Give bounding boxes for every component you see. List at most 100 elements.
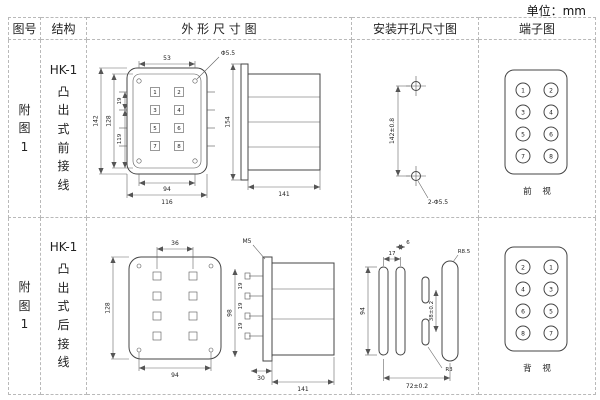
model-label: HK-1	[49, 62, 78, 77]
table-row-front-wiring: 附图1 HK-1 凸出式前接线	[8, 39, 596, 218]
rear-side-view-body	[244, 256, 335, 362]
mounting-cell: 142±0.8 2-Φ5.5	[351, 39, 479, 218]
terminal-number: 7	[521, 153, 525, 160]
terminal-number: 5	[153, 126, 157, 132]
terminal-number: 8	[521, 330, 525, 337]
dim-label: 53	[163, 55, 171, 62]
terminal-number: 1	[153, 90, 157, 96]
outline-drawing-front: 1 2 3 4 5 6 7 8 53 Φ5.5	[93, 50, 321, 206]
outline-cell: 1 2 3 4 5 6 7 8 53 Φ5.5	[86, 39, 352, 218]
terminal-number: 1	[549, 264, 553, 271]
rear-side-view-dimensions: M5 98 19 19 19 30 141	[227, 238, 335, 393]
terminal-number: 3	[549, 286, 553, 293]
terminal-number: 3	[521, 109, 525, 116]
header-outline: 外 形 尺 寸 图	[86, 17, 352, 40]
terminal-number: 2	[177, 90, 181, 96]
terminal-number: 4	[177, 108, 181, 114]
header-mounting: 安装开孔尺寸图	[351, 17, 479, 40]
structure-cell: HK-1 凸出式前接线	[40, 39, 87, 218]
header-row: 图号 结构 外 形 尺 寸 图 安装开孔尺寸图 端子图	[8, 17, 596, 40]
mounting-dimensions: 17 6 R8.5 94 38±0.2 R3 7	[360, 240, 471, 390]
mounting-dimensions: 142±0.8 2-Φ5.5	[389, 85, 448, 206]
dimension-table: 图号 结构 外 形 尺 寸 图 安装开孔尺寸图 端子图 附图1 HK-1 凸出式…	[8, 17, 596, 395]
mounting-holes	[406, 75, 426, 186]
structure-label: 凸出式前接线	[57, 84, 70, 192]
terminal-circles: 1 2 3 4 5 6 7 8	[515, 82, 559, 163]
dim-label: 36	[171, 240, 179, 247]
dim-label: 142±0.8	[389, 117, 396, 143]
dim-label: 19	[238, 282, 244, 289]
terminal-number: 4	[521, 286, 525, 293]
dim-label: 142	[93, 115, 100, 127]
header-terminal: 端子图	[478, 17, 596, 40]
model-label: HK-1	[49, 240, 78, 255]
header-structure: 结构	[40, 17, 87, 40]
terminal-circles: 2 1 4 3 6 5 8 7	[515, 259, 559, 341]
dim-label: 154	[225, 116, 232, 128]
dim-label: 119	[117, 133, 123, 144]
terminal-cell: 2 1 4 3 6 5 8 7 背 视	[478, 217, 596, 395]
view-label: 前 视	[523, 186, 555, 197]
terminal-number: 6	[549, 131, 553, 138]
front-view-body: 1 2 3 4 5 6 7 8	[119, 67, 215, 174]
terminal-number: 3	[153, 108, 157, 114]
dim-label: 116	[161, 199, 173, 206]
dim-label: 19	[238, 302, 244, 309]
side-view-body	[240, 63, 321, 180]
terminal-number: 4	[549, 109, 553, 116]
view-label: 背 视	[523, 363, 555, 374]
dim-label: 141	[278, 191, 290, 198]
rear-view-body	[128, 256, 222, 360]
terminal-number: 8	[177, 144, 181, 150]
terminal-number: 2	[521, 264, 525, 271]
terminal-number: 1	[521, 87, 525, 94]
dim-label: 98	[227, 309, 234, 317]
dim-label: R3	[445, 367, 453, 373]
fig-no-label: 附图1	[18, 102, 31, 154]
unit-label: 单位：mm	[526, 4, 586, 18]
dim-label: 72±0.2	[406, 383, 428, 390]
fig-no-label: 附图1	[18, 280, 31, 332]
header-fig-no: 图号	[8, 17, 41, 40]
dim-label: 19	[238, 322, 244, 329]
dim-label: 94	[163, 186, 171, 193]
dim-label: 2-Φ5.5	[428, 199, 448, 206]
terminal-number: 2	[549, 87, 553, 94]
outline-drawing-rear: 36 128 94	[105, 238, 335, 393]
dim-label: 17	[389, 251, 396, 257]
mounting-slots	[378, 260, 459, 362]
terminal-number: 6	[177, 126, 181, 132]
dim-label: 94	[171, 372, 179, 379]
structure-label: 凸出式后接线	[57, 262, 70, 370]
fig-no-cell: 附图1	[8, 217, 41, 395]
side-view-dimensions: 154 141	[225, 63, 321, 198]
mounting-cell: 17 6 R8.5 94 38±0.2 R3 7	[351, 217, 479, 395]
mounting-drawing-front: 142±0.8 2-Φ5.5	[389, 75, 448, 206]
dim-label: 19	[117, 97, 123, 104]
terminal-number: 5	[549, 308, 553, 315]
structure-cell: HK-1 凸出式后接线	[40, 217, 87, 395]
dim-label: M5	[243, 238, 252, 245]
dim-label: 141	[297, 386, 309, 393]
terminal-diagram-rear: 2 1 4 3 6 5 8 7 背 视	[504, 246, 568, 374]
dim-label: 6	[406, 240, 410, 246]
mounting-drawing-rear: 17 6 R8.5 94 38±0.2 R3 7	[360, 240, 471, 390]
terminal-number: 7	[153, 144, 157, 150]
terminal-number: 5	[521, 131, 525, 138]
dim-label: 128	[105, 302, 112, 314]
terminal-number: 6	[521, 308, 525, 315]
terminal-number: 7	[549, 330, 553, 337]
terminal-number: 8	[549, 153, 553, 160]
front-view-dimensions: 53 Φ5.5 142 128 19 119	[93, 50, 236, 206]
dim-label: R8.5	[458, 249, 471, 255]
table-row-rear-wiring: 附图1 HK-1 凸出式后接线	[8, 217, 596, 395]
terminal-diagram-front: 1 2 3 4 5 6 7 8 前 视	[504, 69, 568, 197]
dim-label: 30	[257, 375, 265, 382]
terminal-cell: 1 2 3 4 5 6 7 8 前 视	[478, 39, 596, 218]
fig-no-cell: 附图1	[8, 39, 41, 218]
dim-label: 128	[106, 115, 113, 127]
dim-label: 38±0.2	[429, 301, 435, 321]
dim-label: Φ5.5	[221, 50, 235, 57]
dim-label: 94	[360, 307, 367, 315]
